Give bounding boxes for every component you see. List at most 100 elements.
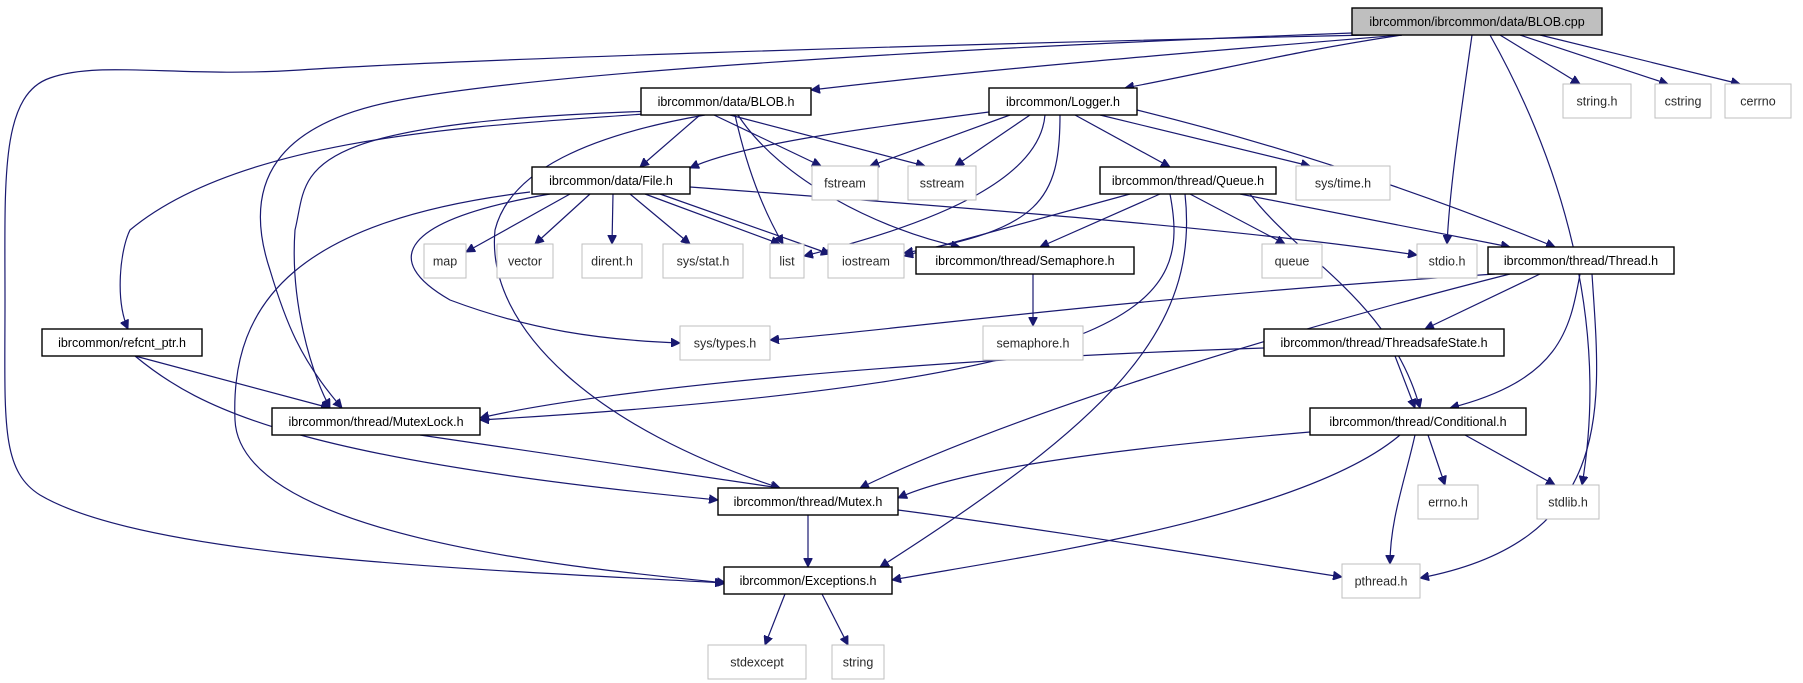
node-label: ibrcommon/thread/MutexLock.h — [288, 415, 463, 429]
node-label: fstream — [824, 177, 866, 191]
node-box — [988, 87, 1138, 116]
edge-logger_h-to-list — [804, 114, 1046, 256]
node-label: iostream — [842, 255, 890, 269]
node-label: ibrcommon/Exceptions.h — [740, 574, 877, 588]
node-string: string — [831, 644, 885, 680]
node-box — [41, 328, 203, 357]
node-box — [723, 566, 893, 595]
edge-blob_cpp-to-string_h — [1499, 34, 1580, 84]
node-file-h[interactable]: ibrcommon/data/File.h — [531, 166, 691, 195]
node-stdlib-h: stdlib.h — [1536, 484, 1600, 520]
edge-file_h-to-dirent_h — [612, 193, 613, 244]
edge-queue_h-to-thread_h — [1239, 193, 1510, 247]
node-vector: vector — [496, 243, 554, 279]
node-label: pthread.h — [1355, 575, 1408, 589]
node-label: sys/stat.h — [677, 255, 730, 269]
edge-exceptions_h-to-string — [821, 593, 849, 645]
node-stdio-h: stdio.h — [1416, 243, 1478, 279]
node-box — [1724, 83, 1792, 119]
node-box — [717, 487, 899, 516]
node-fstream: fstream — [811, 165, 879, 201]
node-label: sstream — [920, 177, 964, 191]
node-box — [662, 243, 744, 279]
node-dirent-h: dirent.h — [581, 243, 643, 279]
node-sys-time-h: sys/time.h — [1295, 165, 1391, 201]
node-box — [1295, 165, 1391, 201]
node-blob-cpp[interactable]: ibrcommon/ibrcommon/data/BLOB.cpp — [1351, 7, 1603, 36]
node-label: stdexcept — [730, 656, 784, 670]
edge-conditional_h-to-errno_h — [1427, 434, 1445, 485]
node-box — [1654, 83, 1712, 119]
node-thread-h[interactable]: ibrcommon/thread/Thread.h — [1487, 246, 1675, 275]
node-box — [581, 243, 643, 279]
edge-logger_h-to-fstream — [870, 114, 1011, 166]
edge-exceptions_h-to-stdexcept — [765, 593, 786, 645]
node-box — [640, 87, 812, 116]
node-box — [1487, 246, 1675, 275]
edge-conditional_h-to-mutex_h — [898, 431, 1311, 498]
node-box — [1416, 243, 1478, 279]
node-box — [827, 243, 905, 279]
edge-file_h-to-list — [644, 193, 780, 244]
node-label: list — [779, 255, 795, 269]
node-label: ibrcommon/thread/Queue.h — [1112, 174, 1264, 188]
edge-logger_h-to-queue_h — [1074, 114, 1170, 168]
node-box — [1261, 243, 1323, 279]
node-mutexlock-h[interactable]: ibrcommon/thread/MutexLock.h — [271, 407, 481, 436]
node-box — [496, 243, 554, 279]
edge-logger_h-to-sys_time_h — [1099, 114, 1310, 166]
node-box — [831, 644, 885, 680]
edge-conditional_h-to-exceptions_h — [892, 434, 1401, 580]
node-refcnt-ptr-h[interactable]: ibrcommon/refcnt_ptr.h — [41, 328, 203, 357]
node-sstream: sstream — [907, 165, 977, 201]
node-label: errno.h — [1428, 496, 1468, 510]
node-label: stdlib.h — [1548, 496, 1588, 510]
node-label: stdio.h — [1429, 255, 1466, 269]
node-label: vector — [508, 255, 542, 269]
node-box — [1099, 166, 1277, 195]
edge-queue_h-to-conditional_h — [1249, 193, 1420, 408]
node-stdexcept: stdexcept — [707, 644, 807, 680]
edge-conditional_h-to-stdlib_h — [1464, 434, 1555, 486]
edge-thread_h-to-conditional_h — [1450, 273, 1581, 408]
node-sys-stat-h: sys/stat.h — [662, 243, 744, 279]
node-label: cerrno — [1740, 95, 1775, 109]
edge-mutexlock_h-to-mutex_h — [419, 434, 780, 488]
edge-file_h-to-sys_stat_h — [629, 193, 690, 244]
node-label: string.h — [1577, 95, 1618, 109]
node-box — [1351, 7, 1603, 36]
node-label: ibrcommon/thread/Conditional.h — [1329, 415, 1506, 429]
node-box — [982, 325, 1084, 361]
node-box — [1562, 83, 1632, 119]
edge-queue_h-to-exceptions_h — [880, 193, 1188, 567]
node-mutex-h[interactable]: ibrcommon/thread/Mutex.h — [717, 487, 899, 516]
node-label: queue — [1275, 255, 1310, 269]
node-blob-h[interactable]: ibrcommon/data/BLOB.h — [640, 87, 812, 116]
node-label: sys/time.h — [1315, 177, 1371, 191]
node-exceptions-h[interactable]: ibrcommon/Exceptions.h — [723, 566, 893, 595]
node-label: cstring — [1665, 95, 1702, 109]
edge-refcnt_ptr_h-to-mutexlock_h — [134, 355, 330, 408]
node-label: ibrcommon/ibrcommon/data/BLOB.cpp — [1369, 15, 1584, 29]
node-threadsafestate-h[interactable]: ibrcommon/thread/ThreadsafeState.h — [1263, 328, 1505, 357]
edge-blob_h-to-mutexlock_h — [293, 109, 691, 408]
node-conditional-h[interactable]: ibrcommon/thread/Conditional.h — [1309, 407, 1527, 436]
node-errno-h: errno.h — [1417, 484, 1479, 520]
node-queue: queue — [1261, 243, 1323, 279]
node-string-h: string.h — [1562, 83, 1632, 119]
node-box — [1417, 484, 1479, 520]
node-cstring: cstring — [1654, 83, 1712, 119]
edge-blob_cpp-to-logger_h — [1125, 34, 1403, 88]
node-box — [531, 166, 691, 195]
edge-file_h-to-sys_types_h — [410, 193, 680, 343]
edge-blob_h-to-fstream — [713, 114, 821, 166]
node-semaphore-h[interactable]: ibrcommon/thread/Semaphore.h — [915, 246, 1135, 275]
edge-blob_h-to-sstream — [729, 114, 925, 166]
node-cerrno: cerrno — [1724, 83, 1792, 119]
node-queue-h[interactable]: ibrcommon/thread/Queue.h — [1099, 166, 1277, 195]
edge-blob_cpp-to-cstring — [1519, 34, 1668, 84]
node-logger-h[interactable]: ibrcommon/Logger.h — [988, 87, 1138, 116]
node-box — [423, 243, 467, 279]
node-box — [1263, 328, 1505, 357]
node-label: ibrcommon/thread/Mutex.h — [734, 495, 883, 509]
